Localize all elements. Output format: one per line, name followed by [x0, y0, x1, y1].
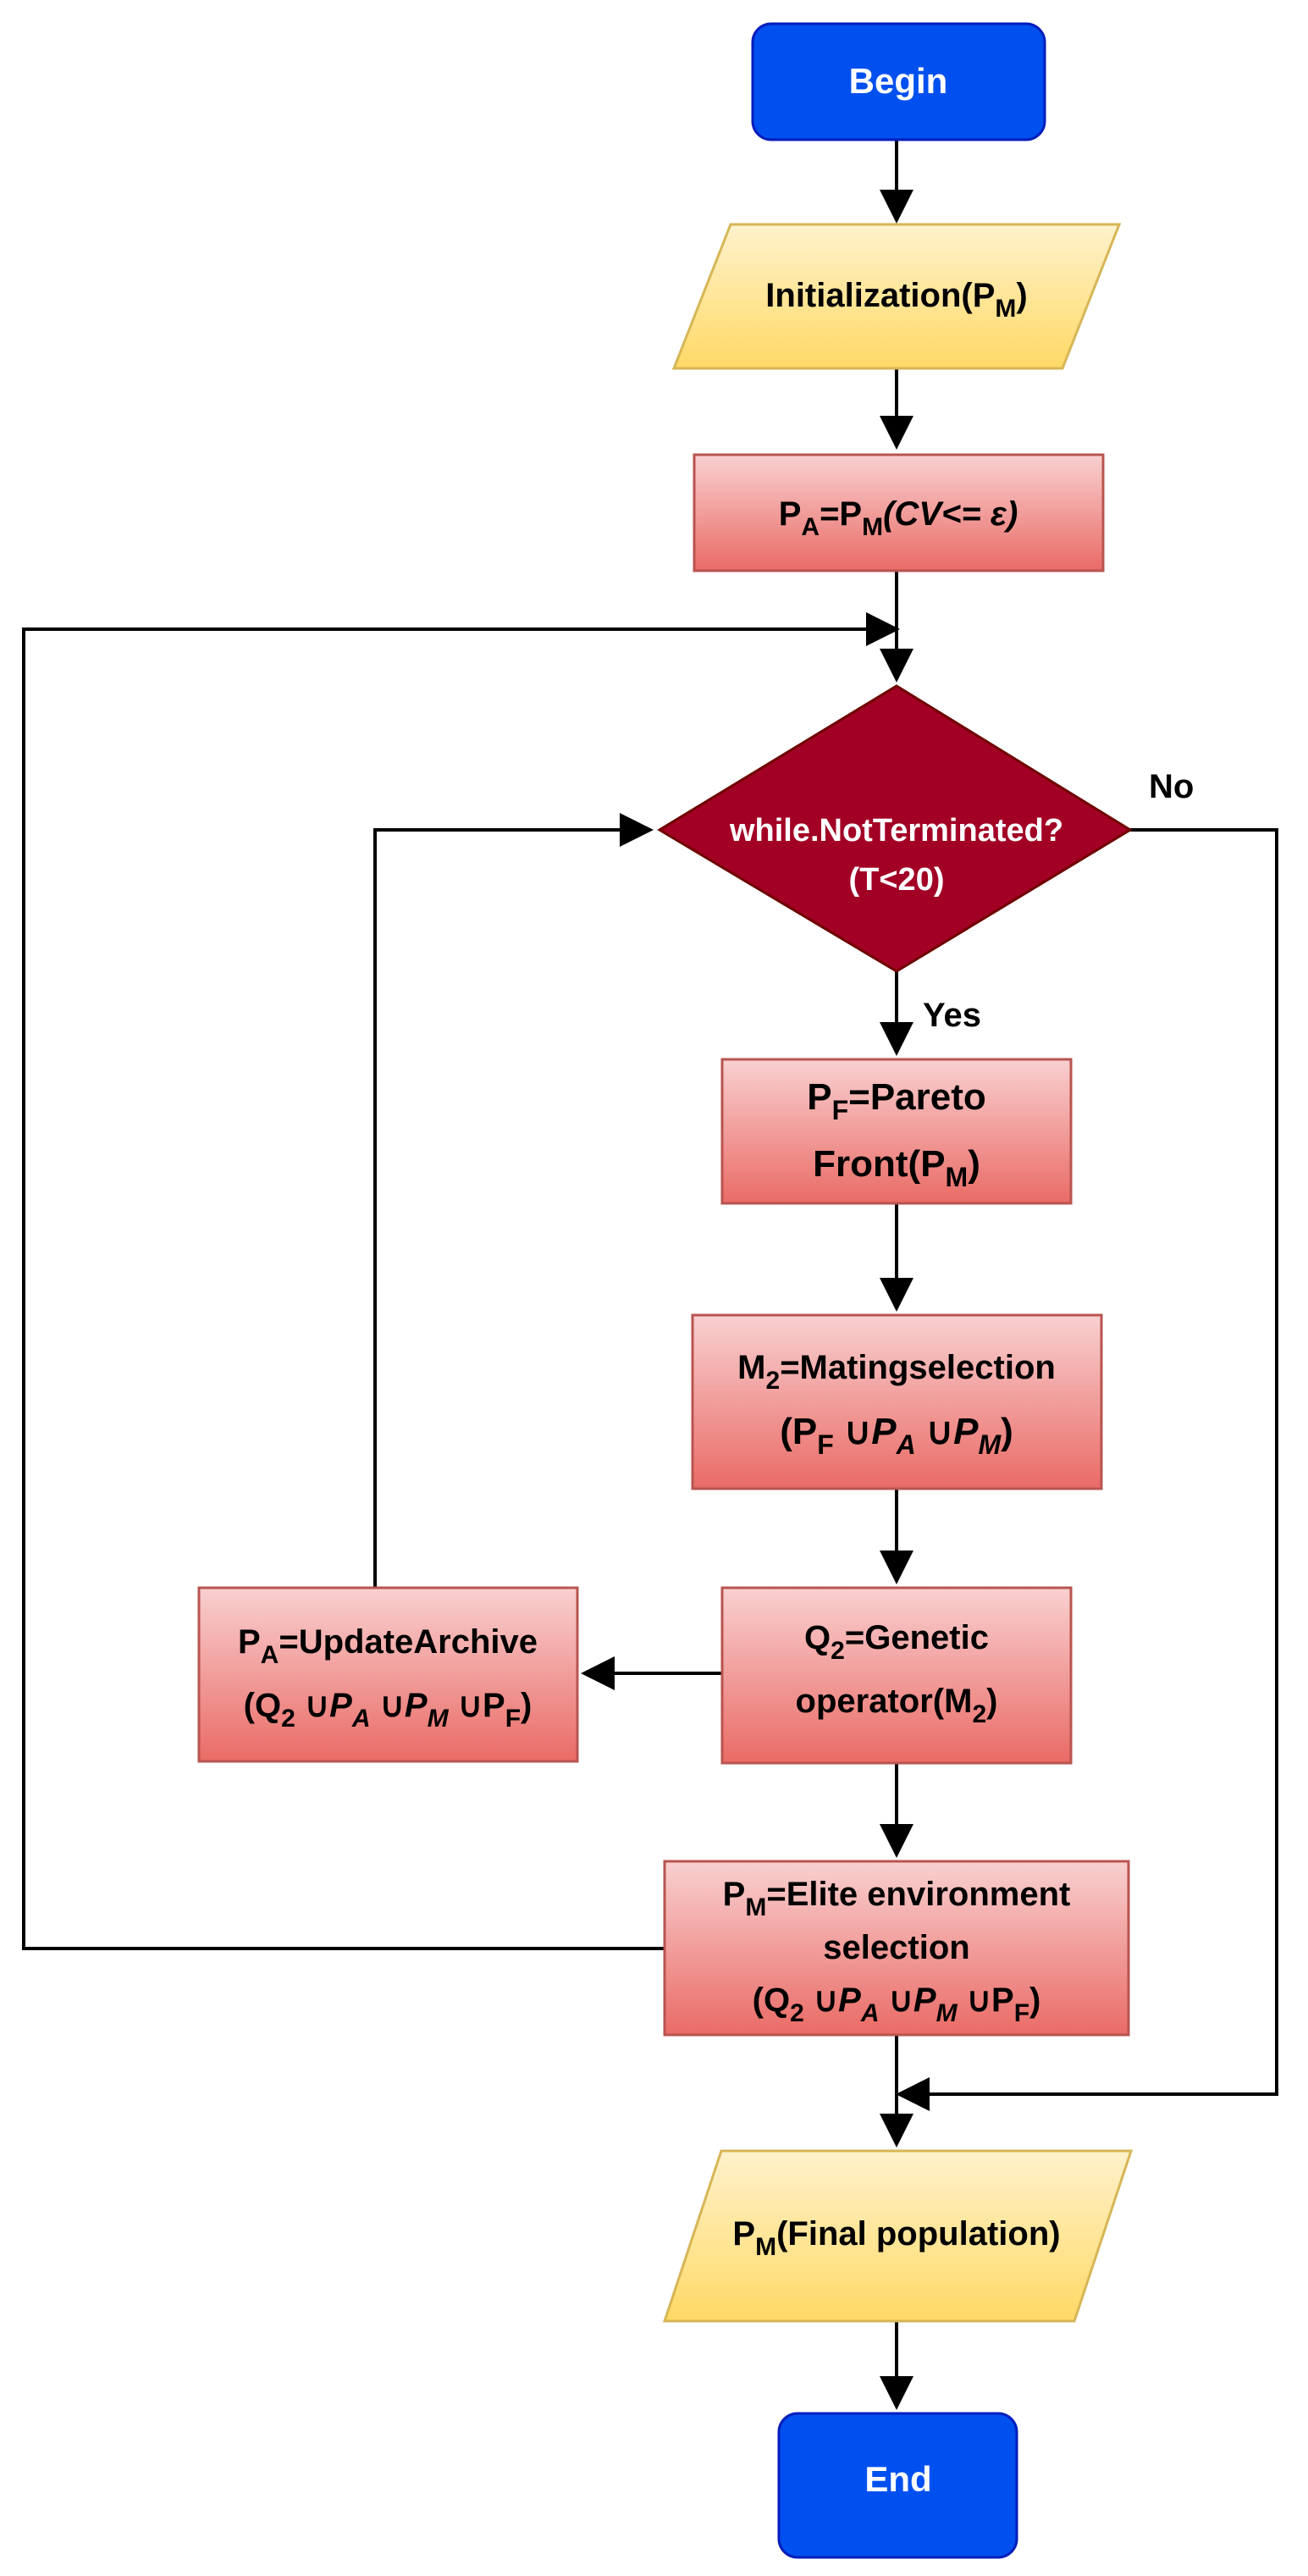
final-population-label: PM(Final population): [732, 2215, 1060, 2261]
genetic-line2: operator(M2): [796, 1683, 998, 1728]
genetic-shape: [720, 1586, 1073, 1765]
archive-shape: [197, 1586, 579, 1763]
decision-shape: [657, 684, 1133, 973]
archive-node: PA=UpdateArchive (Q2 ∪PA ∪PM ∪PF): [197, 1586, 579, 1763]
edge-archive-loop: [373, 813, 654, 1587]
elite-line1: PM=Elite environment: [723, 1876, 1071, 1921]
initialization-node: Initialization(PM): [671, 223, 1122, 370]
elite-line3: (Q2 ∪PA ∪PM ∪PF): [753, 1982, 1041, 2027]
end-shape: [777, 2412, 1018, 2559]
edge-decision-no: [896, 828, 1278, 2111]
mating-line1: M2=Matingselection: [737, 1349, 1056, 1395]
elite-line2: selection: [823, 1929, 969, 1966]
genetic-node: Q2=Genetic operator(M2): [720, 1586, 1073, 1765]
edge-label-yes: Yes: [923, 997, 981, 1034]
begin-node: Begin: [751, 22, 1046, 141]
end-node: End: [777, 2412, 1018, 2559]
archive-init-shape: [693, 453, 1105, 572]
archive-init-label: PA=PM(CV<= ε): [779, 495, 1018, 541]
initialization-shape: [671, 223, 1122, 370]
archive-line2: (Q2 ∪PA ∪PM ∪PF): [244, 1687, 533, 1733]
initialization-label: Initialization(PM): [765, 277, 1027, 323]
mating-shape: [691, 1313, 1103, 1490]
mating-node: M2=Matingselection (PF ∪PA ∪PM): [691, 1313, 1103, 1490]
edge-label-no: No: [1149, 768, 1194, 805]
final-population-shape: [662, 2149, 1134, 2323]
elite-node: PM=Elite environment selection (Q2 ∪PA ∪…: [663, 1860, 1130, 2037]
edge-elite-loop: [22, 612, 900, 1950]
final-population-node: PM(Final population): [662, 2149, 1134, 2323]
begin-label: Begin: [849, 61, 948, 101]
genetic-line1: Q2=Genetic: [804, 1619, 989, 1665]
decision-line1: while.NotTerminated?: [729, 813, 1063, 849]
mating-line2: (PF ∪PA ∪PM): [780, 1411, 1013, 1460]
archive-init-node: PA=PM(CV<= ε): [693, 453, 1105, 572]
decision-node: while.NotTerminated? (T<20): [657, 684, 1133, 973]
pareto-shape: [720, 1058, 1073, 1205]
begin-shape: [751, 22, 1046, 141]
pareto-line1: PF=Pareto: [807, 1076, 986, 1125]
elite-shape: [663, 1860, 1130, 2037]
edges: [22, 140, 1278, 2410]
pareto-node: PF=Pareto Front(PM): [720, 1058, 1073, 1205]
end-label: End: [864, 2459, 931, 2499]
archive-line1: PA=UpdateArchive: [238, 1623, 538, 1669]
pareto-line2: Front(PM): [813, 1143, 980, 1192]
decision-line2: (T<20): [849, 862, 945, 898]
